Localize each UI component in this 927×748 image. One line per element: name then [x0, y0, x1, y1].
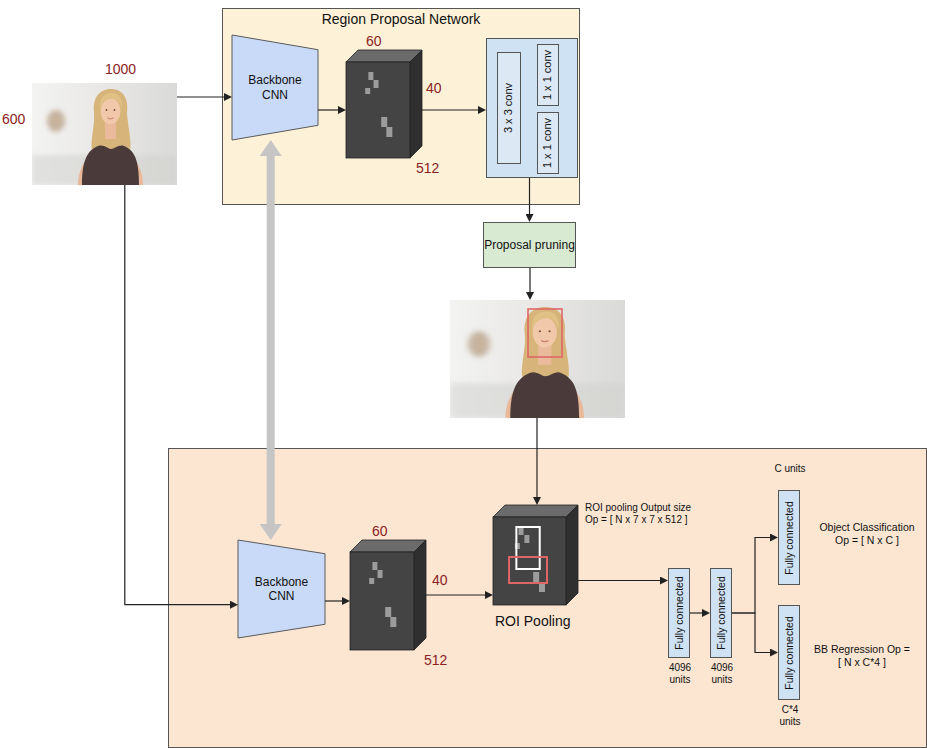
layer-label: Fully connected — [783, 501, 796, 575]
fc-layer: Fully connected4096 units — [710, 568, 732, 658]
cube-front — [346, 62, 410, 158]
activation-patch — [372, 562, 377, 570]
backbone-cnn: Backbone CNN — [238, 540, 325, 638]
unit-count: C*4 units — [770, 704, 810, 728]
unit-count: 4096 units — [660, 662, 700, 686]
image-width: 1000 — [105, 61, 136, 78]
roi-frame — [509, 557, 547, 583]
flow-arrow — [578, 580, 660, 581]
output-note: BB Regression Op = [ N x C*4 ] — [812, 643, 912, 669]
conv-layer: 1 x 1 conv — [537, 44, 559, 106]
activation-patch — [519, 527, 524, 535]
input-photo — [32, 83, 177, 185]
activation-patch — [390, 617, 396, 627]
fc-layer: Fully connected4096 units — [668, 568, 690, 658]
flow-line — [536, 418, 537, 497]
flow-arrow — [125, 185, 230, 605]
activation-patch — [533, 572, 539, 582]
flow-arrow — [325, 600, 342, 601]
tensor-cube — [493, 505, 578, 605]
box-label: Proposal pruning — [484, 238, 575, 252]
roi-pooling: ROI pooling Output size Op = [ N x 7 x 7… — [493, 505, 578, 605]
conv-layer: 3 x 3 conv — [497, 52, 521, 164]
flow-arrow — [318, 109, 338, 110]
activation-patch — [365, 88, 370, 94]
flow-line — [529, 268, 530, 292]
cnn-trapezoid — [238, 540, 325, 638]
activation-patch — [378, 570, 383, 578]
unit-count: 4096 units — [702, 662, 742, 686]
process-box: Proposal pruning — [483, 222, 576, 268]
flow-arrow — [732, 538, 770, 614]
fc-layer: C unitsFully connected — [778, 490, 800, 585]
activation-patch — [524, 535, 529, 543]
image-height: 600 — [2, 111, 25, 128]
detector-panel: Backbone CNN6040512ROI pooling Output si… — [168, 448, 927, 748]
layer-label: Fully connected — [783, 616, 796, 690]
activation-patch — [374, 80, 379, 88]
block-label: ROI Pooling — [495, 613, 570, 630]
cube-top — [346, 50, 422, 62]
proposal-box — [528, 309, 562, 357]
fc-layer: Fully connectedC*4 units — [778, 605, 800, 700]
layer-label: Fully connected — [673, 576, 686, 650]
dimension: 512 — [416, 160, 439, 177]
output-note: Object Classification Op = [ N x C ] — [812, 521, 922, 547]
flow-arrow — [426, 594, 485, 595]
layer-label: 3 x 3 conv — [502, 83, 515, 133]
feature-map: 6040512 — [350, 540, 426, 650]
cube-front — [493, 517, 566, 605]
tensor-cube — [350, 540, 426, 650]
dimension: 40 — [426, 80, 442, 97]
output-size-note: ROI pooling Output size Op = [ N x 7 x 7… — [585, 502, 705, 526]
dimension: 60 — [366, 33, 382, 50]
layer-label: Fully connected — [715, 576, 728, 650]
activation-patch — [368, 72, 373, 80]
activation-patch — [369, 578, 374, 584]
activation-patch — [381, 117, 387, 127]
tensor-cube — [346, 50, 422, 158]
block-label: Backbone CNN — [240, 73, 310, 102]
shared-weights-arrow — [267, 156, 275, 524]
cube-top — [493, 505, 578, 517]
conv-layer: 1 x 1 conv — [537, 112, 559, 174]
flow-arrow — [529, 178, 530, 214]
dimension: 512 — [424, 652, 447, 669]
flow-arrow — [177, 96, 224, 97]
cube-side — [566, 505, 578, 605]
arrow-head — [526, 292, 534, 300]
rpn-panel: Region Proposal NetworkBackbone CNN60405… — [222, 8, 580, 205]
cube-side — [410, 50, 422, 158]
block-label: Backbone CNN — [247, 575, 317, 604]
layer-label: 1 x 1 conv — [541, 118, 554, 168]
flow-arrow — [690, 612, 702, 613]
arrow-head — [533, 497, 541, 505]
roi-frame — [516, 527, 539, 569]
unit-count: C units — [772, 463, 808, 475]
dimension: 60 — [372, 523, 388, 540]
feature-map: 6040512 — [346, 50, 422, 158]
flow-arrow — [422, 109, 478, 110]
cnn-trapezoid — [232, 35, 318, 140]
panel-title: Region Proposal Network — [223, 11, 579, 28]
activation-patch — [385, 607, 391, 617]
backbone-cnn: Backbone CNN — [232, 35, 318, 140]
cube-side — [414, 540, 426, 650]
cube-top — [350, 540, 426, 552]
cube-front — [350, 552, 414, 650]
dimension: 40 — [432, 572, 448, 589]
proposal-photo — [450, 300, 625, 418]
conv-block: 3 x 3 conv 1 x 1 conv 1 x 1 conv — [486, 38, 578, 178]
activation-patch — [386, 127, 392, 137]
layer-label: 1 x 1 conv — [541, 50, 554, 100]
flow-arrow — [732, 613, 770, 653]
